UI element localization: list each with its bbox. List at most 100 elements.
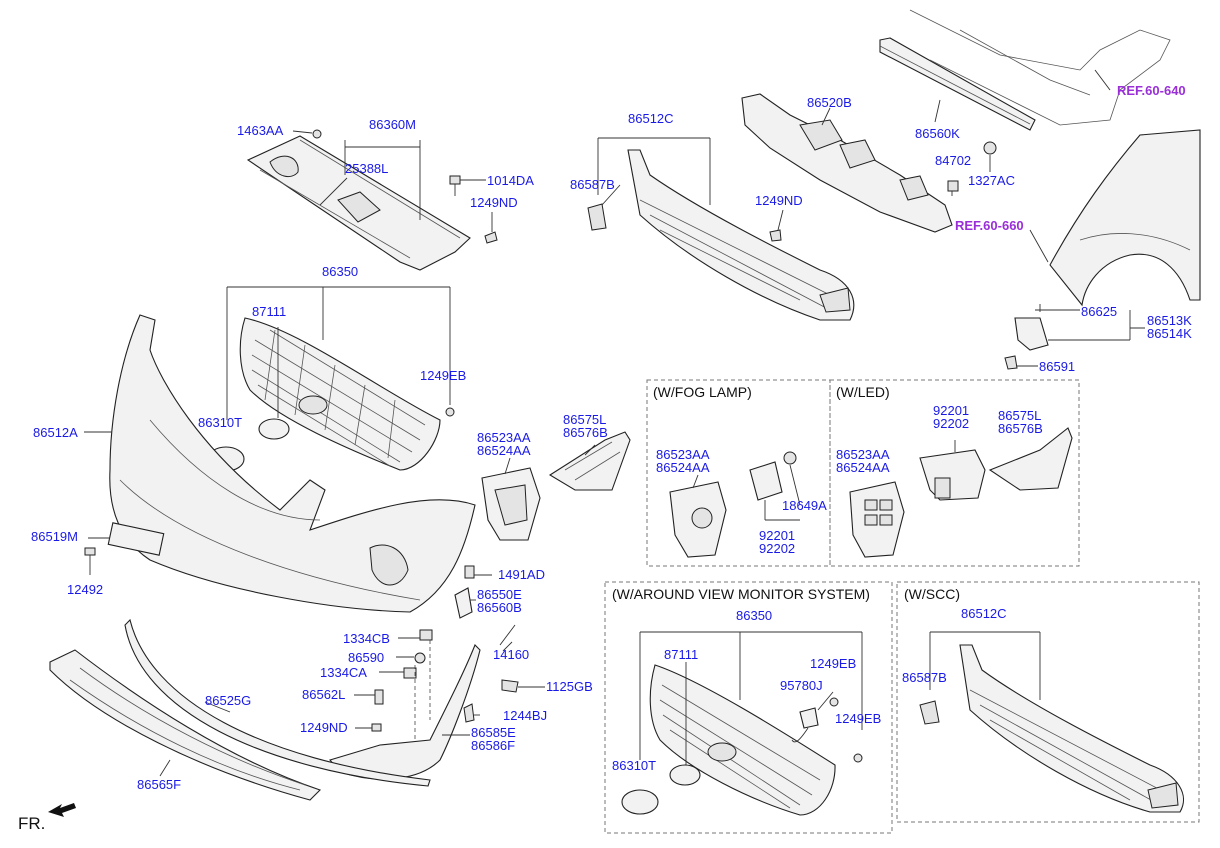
label-1249ND-low: 1249ND — [300, 720, 348, 735]
scc-leader-86512C — [929, 631, 1041, 700]
label-av-86310T: 86310T — [612, 758, 657, 773]
label-86310T: 86310T — [198, 415, 243, 430]
label-87111: 87111 — [252, 304, 287, 319]
av-emblem-ring-b — [669, 764, 701, 786]
label-led-92202: 92202 — [933, 416, 970, 431]
cover-86587B — [587, 203, 607, 231]
emblem-ring-86310T-b — [258, 418, 290, 440]
leader-86512C-top — [597, 137, 711, 205]
label-86519M: 86519M — [31, 529, 78, 544]
label-86560K: 86560K — [915, 126, 960, 141]
label-86360M: 86360M — [369, 117, 416, 132]
energy-absorber-86520B — [741, 93, 953, 233]
scc-section-title: (W/SCC) — [904, 586, 960, 602]
radiator-grille — [239, 317, 441, 471]
screw-1249ND-low — [371, 723, 382, 732]
around-view-section-title: (W/AROUND VIEW MONITOR SYSTEM) — [612, 586, 870, 602]
clip-1463AA — [312, 129, 322, 139]
fog-lamp-section-title: (W/FOG LAMP) — [653, 384, 752, 400]
fender-ref660 — [1049, 129, 1201, 307]
camera-95780J — [791, 707, 819, 743]
leader-86360M — [344, 140, 421, 220]
led-section-title: (W/LED) — [836, 384, 890, 400]
led-section-box — [829, 379, 1080, 567]
label-led-86576B: 86576B — [998, 421, 1043, 436]
label-scc-86512C: 86512C — [961, 606, 1007, 621]
screw-12492 — [84, 547, 96, 575]
label-fog-92202: 92202 — [759, 541, 796, 556]
av-screw-1249EB-a — [829, 697, 839, 707]
label-led-92201: 92201 — [933, 403, 970, 418]
label-1249ND-top: 1249ND — [470, 195, 518, 210]
label-86565F: 86565F — [137, 777, 182, 792]
label-ref-60-660[interactable]: REF.60-660 — [955, 218, 1024, 233]
led-bracket-86575L — [988, 427, 1073, 491]
label-86625: 86625 — [1081, 304, 1118, 319]
leader-86350 — [226, 286, 451, 420]
piece-86562L — [374, 689, 384, 705]
label-1327AC: 1327AC — [968, 173, 1015, 188]
screw-86591 — [1004, 355, 1018, 370]
scc-lower-grille — [959, 644, 1185, 813]
back-beam-86560K — [879, 37, 1036, 131]
label-1491AD: 1491AD — [498, 567, 545, 582]
front-orientation-label: FR. — [18, 814, 46, 833]
label-av-87111: 87111 — [664, 647, 699, 662]
label-86524AA: 86524AA — [477, 443, 531, 458]
label-1249ND-grille: 1249ND — [755, 193, 803, 208]
nut-1327AC — [983, 141, 997, 155]
screw-1249EB — [445, 407, 455, 417]
lower-moulding-86525G — [124, 618, 431, 787]
clip-84702 — [947, 180, 959, 192]
label-fog-86524AA: 86524AA — [656, 460, 710, 475]
label-86560B: 86560B — [477, 600, 522, 615]
clip-1491AD — [464, 565, 475, 579]
front-direction-arrow-icon — [48, 803, 76, 817]
body-structure-ref640 — [909, 9, 1171, 126]
label-86512A: 86512A — [33, 425, 78, 440]
upper-cover-panel — [246, 135, 471, 271]
label-86575L: 86575L — [563, 412, 607, 427]
label-fog-86523AA: 86523AA — [656, 447, 710, 462]
av-radiator-grille — [649, 664, 836, 816]
label-led-86523AA: 86523AA — [836, 447, 890, 462]
av-leader-86350 — [639, 631, 863, 760]
label-86514K: 86514K — [1147, 326, 1192, 341]
screw-14160 — [499, 624, 516, 646]
front-bumper — [109, 314, 476, 613]
bolt-1014DA — [449, 175, 461, 196]
label-86520B: 86520B — [807, 95, 852, 110]
label-1334CB: 1334CB — [343, 631, 390, 646]
label-1014DA: 1014DA — [487, 173, 534, 188]
led-lamp-92201 — [919, 449, 986, 501]
label-ref-60-640[interactable]: REF.60-640 — [1117, 83, 1186, 98]
label-fog-92201: 92201 — [759, 528, 796, 543]
scc-section-box — [896, 581, 1200, 823]
label-86591: 86591 — [1039, 359, 1076, 374]
label-86350: 86350 — [322, 264, 359, 279]
label-84702: 84702 — [935, 153, 972, 168]
label-25388L: 25388L — [345, 161, 389, 176]
av-screw-1249EB-b — [853, 753, 863, 763]
label-86562L: 86562L — [302, 687, 346, 702]
bracket-86513K — [1014, 317, 1049, 351]
bracket-86575L — [548, 431, 631, 491]
led-section-bezel — [849, 481, 905, 558]
label-1334CA: 1334CA — [320, 665, 367, 680]
av-emblem-ring-a — [621, 789, 659, 815]
screw-1244BJ — [463, 703, 475, 723]
screw-1249ND-grille — [769, 229, 782, 242]
label-1249EB: 1249EB — [420, 368, 467, 383]
clip-86590 — [414, 652, 426, 664]
label-86523AA: 86523AA — [477, 430, 531, 445]
label-1244BJ: 1244BJ — [503, 708, 548, 723]
label-av-1249EB-a: 1249EB — [810, 656, 857, 671]
label-86585E: 86585E — [471, 725, 516, 740]
label-fog-18649A: 18649A — [782, 498, 827, 513]
label-86586F: 86586F — [471, 738, 516, 753]
label-led-86575L: 86575L — [998, 408, 1042, 423]
screw-1249ND-top — [484, 231, 498, 244]
label-86576B: 86576B — [563, 425, 608, 440]
scc-cover-86587B — [919, 700, 940, 725]
skid-plate-86565F — [49, 649, 322, 801]
